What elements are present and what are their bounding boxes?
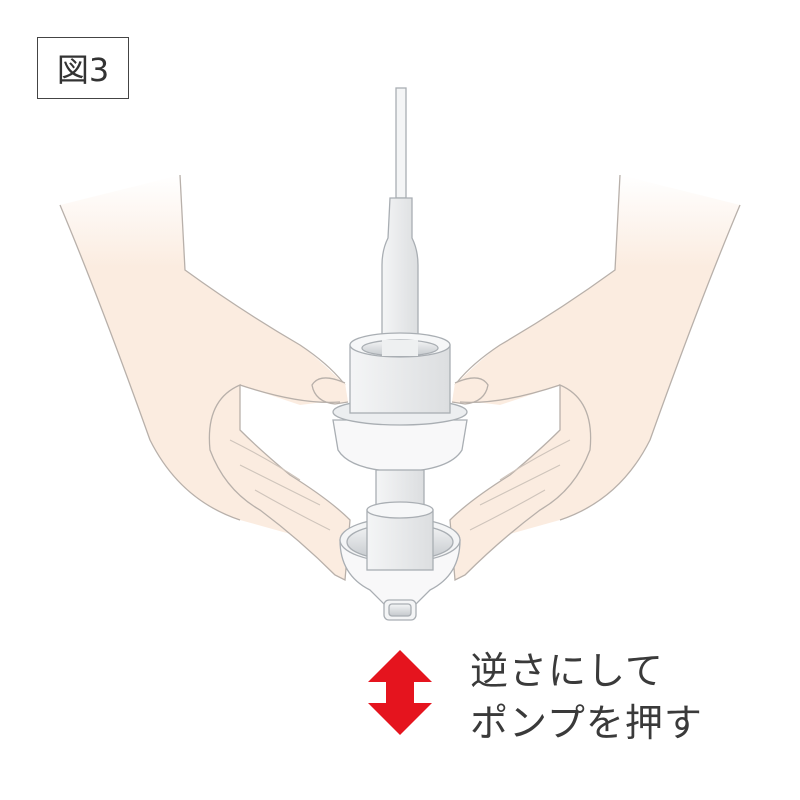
figure-label: 図3 <box>37 37 129 99</box>
instruction-line-1: 逆さにして <box>470 649 664 693</box>
left-upper-hand <box>59 174 350 545</box>
right-upper-hand <box>450 174 741 545</box>
right-lower-hand <box>449 384 592 582</box>
instruction-line-2: ポンプを押す <box>470 701 703 745</box>
pump-bottle <box>332 87 468 621</box>
up-down-arrow-icon <box>368 650 432 735</box>
left-lower-hand <box>208 384 351 582</box>
